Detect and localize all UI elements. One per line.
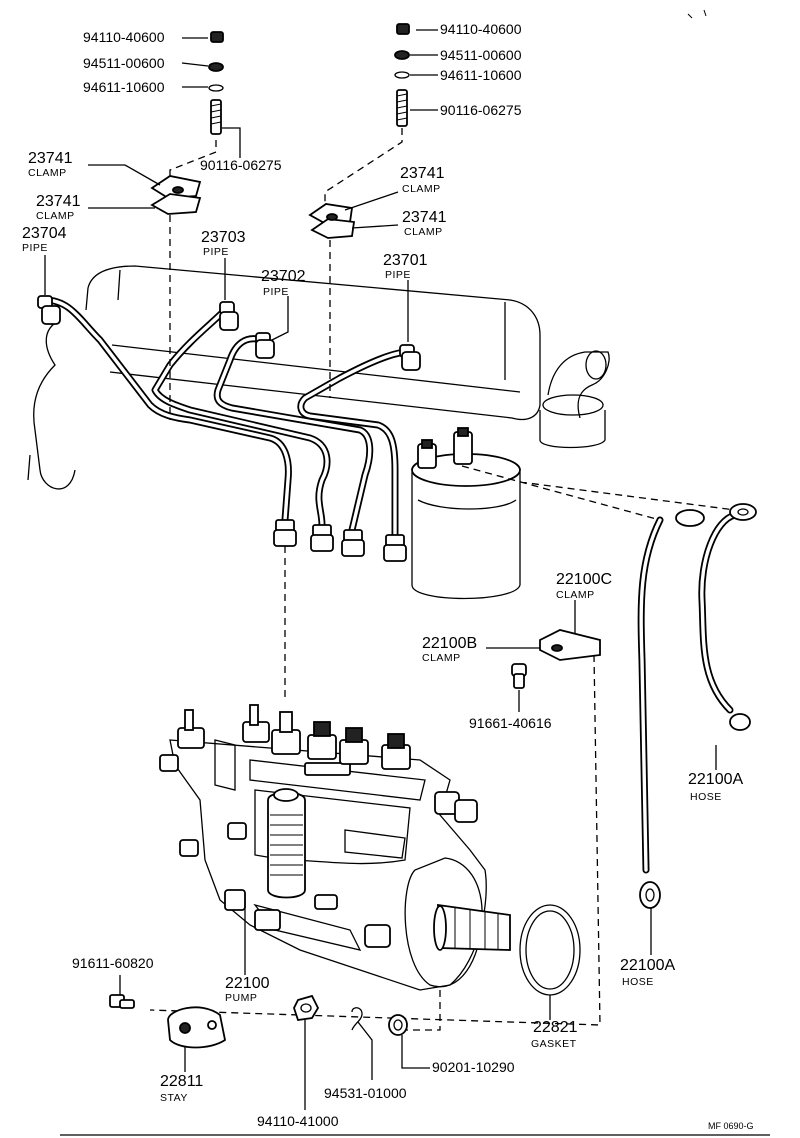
label-23741-top: 23741 — [28, 150, 73, 167]
label-stay: STAY — [160, 1092, 188, 1104]
label-22821: 22821 — [533, 1019, 578, 1036]
bottom-small-parts — [109, 994, 408, 1049]
label-23704: 23704 — [22, 225, 67, 242]
label-pump: PUMP — [225, 992, 258, 1004]
label-90201-10290: 90201-10290 — [432, 1059, 515, 1075]
label-pipe-23701: PIPE — [385, 269, 411, 281]
clamp-set-right — [308, 23, 410, 239]
label-hose-upper: HOSE — [690, 791, 722, 803]
label-pipe-23704: PIPE — [22, 242, 48, 254]
label-94611-10600-right: 94611-10600 — [440, 67, 522, 83]
label-hose-lower: HOSE — [622, 976, 654, 988]
assembly-dashed-lines — [149, 128, 736, 1031]
corner-marks — [687, 9, 707, 19]
label-94511-00600-left: 94511-00600 — [83, 55, 165, 71]
label-clamp-22100B: CLAMP — [422, 652, 461, 664]
label-clamp-22100C: CLAMP — [556, 589, 595, 601]
label-94110-41000: 94110-41000 — [257, 1113, 339, 1129]
injection-pipes — [37, 295, 421, 562]
label-23701: 23701 — [383, 252, 428, 269]
label-91611-60820: 91611-60820 — [72, 955, 154, 971]
label-22100C: 22100C — [556, 571, 613, 588]
label-94531-01000: 94531-01000 — [324, 1085, 407, 1101]
clamp-set-left — [150, 31, 224, 215]
injection-pump — [159, 704, 511, 991]
label-23703: 23703 — [201, 229, 246, 246]
label-clamp-top: CLAMP — [28, 167, 67, 179]
label-gasket: GASKET — [531, 1038, 577, 1050]
label-23741-right-upper: 23741 — [400, 165, 445, 182]
gasket — [519, 904, 581, 996]
label-90116-06275-left: 90116-06275 — [200, 157, 282, 173]
leader-lines — [44, 29, 717, 1110]
label-pipe-23702: PIPE — [263, 286, 289, 298]
label-23741-right-lower: 23741 — [402, 209, 447, 226]
label-23702: 23702 — [261, 268, 306, 285]
hose-clamp — [511, 629, 601, 689]
fuel-filter — [411, 427, 521, 600]
label-23741-second: 23741 — [36, 193, 81, 210]
label-22100: 22100 — [225, 975, 270, 992]
label-90116-06275-right: 90116-06275 — [440, 102, 522, 118]
label-22811: 22811 — [160, 1073, 204, 1090]
label-22100A-upper: 22100A — [688, 771, 744, 788]
label-clamp-right-upper: CLAMP — [402, 183, 441, 195]
label-drawing-code: MF 0690-G — [708, 1121, 754, 1131]
label-91661-40616: 91661-40616 — [469, 715, 552, 731]
breather-pipe — [539, 350, 610, 449]
label-22100B: 22100B — [422, 635, 478, 652]
label-94110-40600-left: 94110-40600 — [83, 29, 165, 45]
label-94110-40600-right: 94110-40600 — [440, 21, 522, 37]
label-94611-10600-left: 94611-10600 — [83, 79, 165, 95]
label-pipe-23703: PIPE — [203, 246, 229, 258]
label-clamp-second: CLAMP — [36, 210, 75, 222]
fuel-hoses — [637, 503, 757, 909]
label-22100A-lower: 22100A — [620, 957, 676, 974]
label-94511-00600-right: 94511-00600 — [440, 47, 522, 63]
label-clamp-right-lower: CLAMP — [404, 226, 443, 238]
